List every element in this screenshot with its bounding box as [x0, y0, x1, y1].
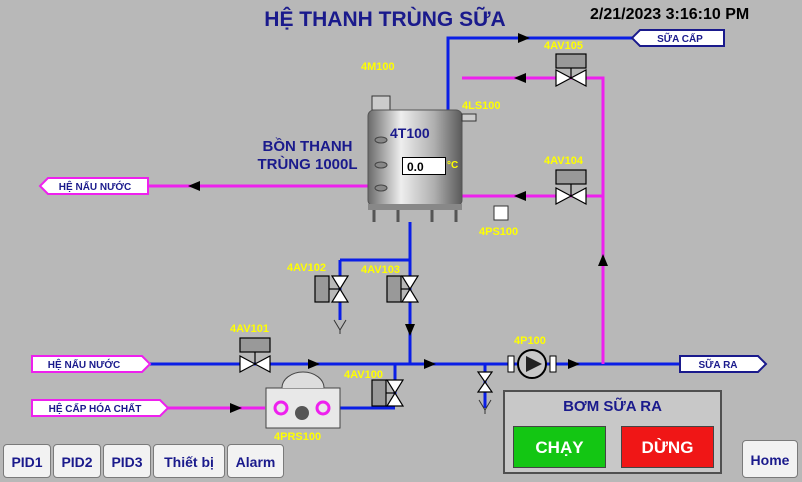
valve-4av103: [386, 275, 420, 303]
pipe-label-text: HỆ NẤU NƯỚC: [48, 358, 120, 371]
temperature-display: 0.0: [402, 157, 446, 175]
pipe-milk-supply: [446, 36, 640, 110]
tank-name-line1: BỒN THANH: [262, 138, 353, 155]
tank-name-line2: TRÙNG 1000L: [257, 156, 358, 173]
valve-4av105: [555, 53, 587, 87]
pipe-label-cooker-out: HỆ NẤU NƯỚC: [38, 177, 149, 195]
pump-stop-button[interactable]: DỪNG: [621, 426, 714, 468]
valve-4av100: [371, 379, 405, 407]
nav-alarm-button[interactable]: Alarm: [227, 444, 284, 478]
valve-4av104: [555, 169, 587, 205]
pump-run-button[interactable]: CHẠY: [513, 426, 606, 468]
tag-4av102: 4AV102: [287, 262, 326, 274]
pump-control-panel: BƠM SỮA RA CHẠY DỪNG: [503, 390, 722, 474]
pipe-label-text: HỆ NẤU NƯỚC: [59, 180, 131, 193]
nav-equipment-button[interactable]: Thiết bị: [153, 444, 225, 478]
hand-valve: [476, 371, 494, 393]
pipe-label-chemical-in: HỆ CẤP HÓA CHẤT: [31, 399, 170, 417]
valve-4av101: [239, 337, 271, 373]
tag-4av105: 4AV105: [544, 40, 583, 52]
datetime-display: 2/21/2023 3:16:10 PM: [590, 6, 750, 23]
pump-4p100: [507, 349, 557, 379]
pipe-label-milk-out: SỮA RA: [679, 355, 768, 373]
tag-4av101: 4AV101: [230, 323, 269, 335]
valve-4av102: [314, 275, 350, 303]
pipe-label-milk-in: SỮA CẤP: [630, 29, 725, 47]
pipe-label-text: HỆ CẤP HÓA CHẤT: [49, 402, 142, 415]
temperature-unit: °C: [447, 160, 459, 171]
tag-4ps100: 4PS100: [479, 226, 519, 238]
pressure-switch-4ps100: [493, 205, 509, 221]
pump-panel-title: BƠM SỮA RA: [563, 398, 662, 415]
pipe-label-text: SỮA RA: [698, 358, 737, 371]
tag-4ls100: 4LS100: [462, 100, 501, 112]
nav-pid3-button[interactable]: PID3: [103, 444, 151, 478]
tank-id: 4T100: [390, 125, 430, 141]
pipe-label-text: SỮA CẤP: [657, 32, 703, 45]
nav-pid2-button[interactable]: PID2: [53, 444, 101, 478]
tag-4p100: 4P100: [514, 335, 546, 347]
tag-4av103: 4AV103: [361, 264, 400, 276]
tag-4av100: 4AV100: [344, 369, 383, 381]
pipe-label-cooker-in: HỆ NẤU NƯỚC: [31, 355, 152, 373]
tank-name: BỒN THANH TRÙNG 1000L: [250, 138, 365, 174]
page-title: HỆ THANH TRÙNG SỮA: [264, 8, 506, 31]
nav-pid1-button[interactable]: PID1: [3, 444, 51, 478]
tag-4av104: 4AV104: [544, 155, 583, 167]
tag-4prs100: 4PRS100: [274, 431, 322, 443]
tag-4m100: 4M100: [361, 61, 395, 73]
dosing-unit-4prs100: [265, 371, 341, 429]
home-button[interactable]: Home: [742, 440, 798, 478]
